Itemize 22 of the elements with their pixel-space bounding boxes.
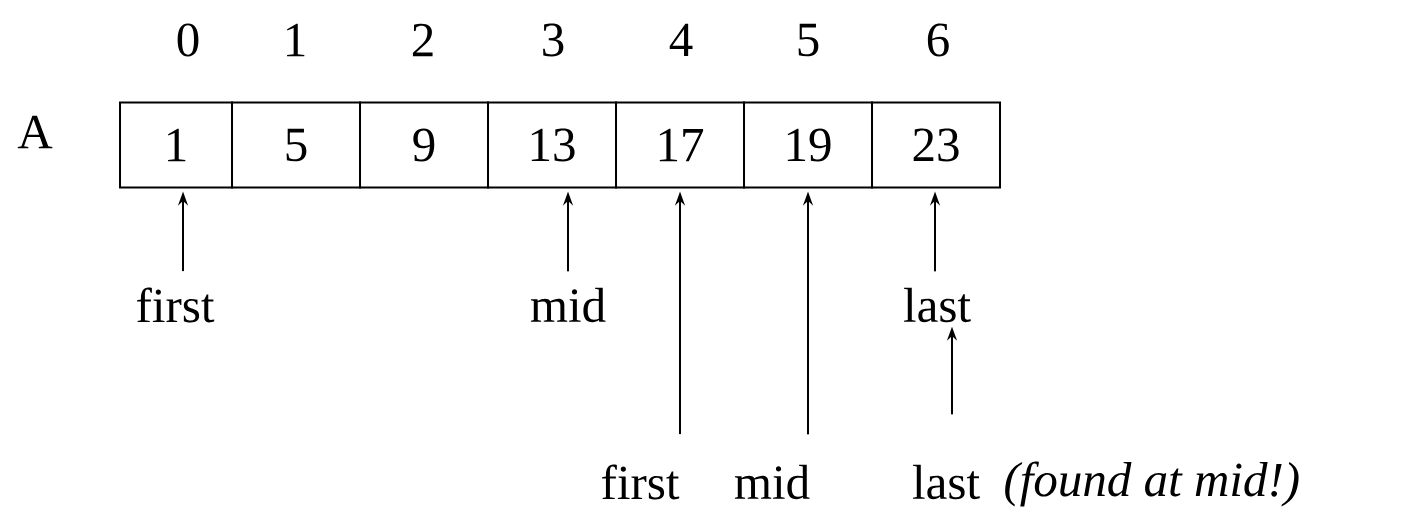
pointer-label: mid xyxy=(734,464,810,500)
array-cell: 5 xyxy=(231,101,361,189)
array-name: A xyxy=(17,115,53,149)
index-number: 0 xyxy=(177,23,199,57)
index-number: 5 xyxy=(798,23,819,57)
array-cell: 23 xyxy=(871,101,1001,189)
pointer-label: last xyxy=(912,464,980,500)
pointer-label: last xyxy=(903,287,971,323)
array-cell: 19 xyxy=(743,101,873,189)
index-number: 4 xyxy=(669,23,693,57)
pointer-label: first xyxy=(602,464,680,500)
note: (found at mid!) xyxy=(1005,461,1299,507)
index-number: 1 xyxy=(287,23,305,57)
pointer-label: first xyxy=(137,287,215,323)
array-cell: 1 xyxy=(119,101,233,189)
index-number: 3 xyxy=(543,23,564,57)
array-cell: 17 xyxy=(615,101,745,189)
array-cell: 13 xyxy=(487,101,617,189)
index-number: 6 xyxy=(927,23,949,57)
array-cell: 9 xyxy=(359,101,489,189)
index-number: 2 xyxy=(412,23,433,57)
pointer-label: mid xyxy=(530,287,606,323)
